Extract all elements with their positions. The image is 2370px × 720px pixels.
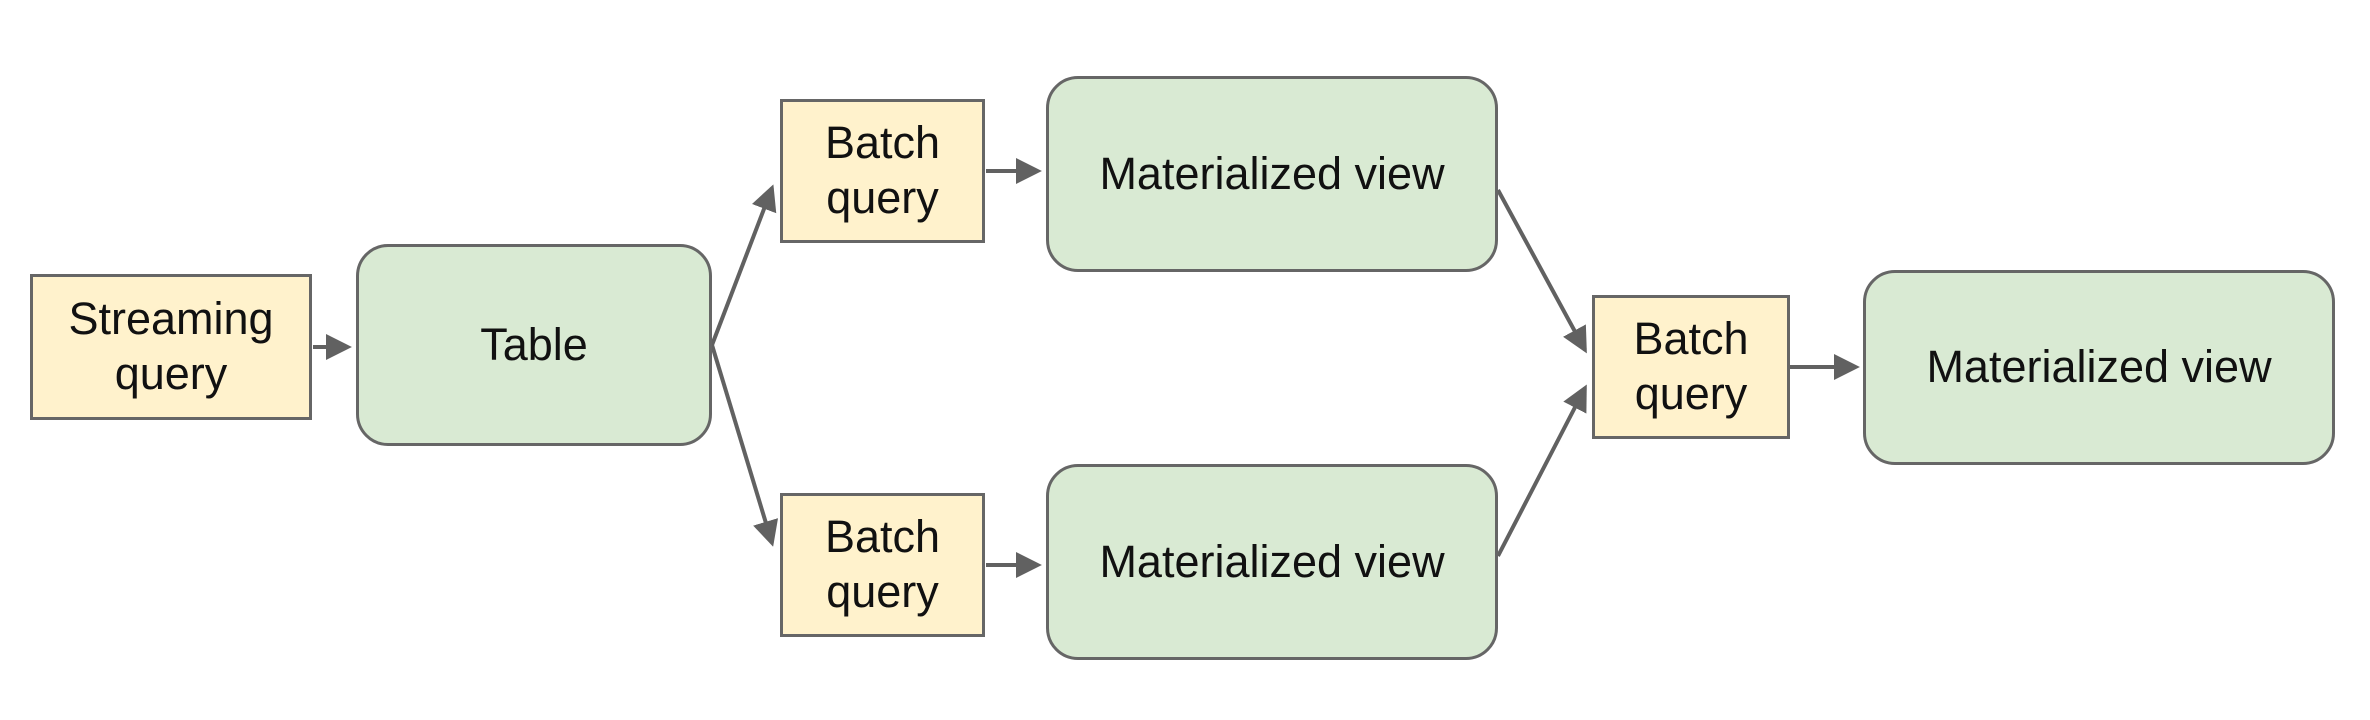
node-table: Table [356, 244, 712, 446]
node-table-label: Table [480, 318, 588, 370]
node-streaming-query: Streaming query [30, 274, 312, 420]
edge-materialized-view-bottom-to-batch-query-right [1496, 384, 1587, 557]
node-batch-query-right: Batch query [1592, 295, 1790, 439]
node-materialized-view-bottom-label: Materialized view [1099, 535, 1445, 587]
edge-table-to-batch-query-top [710, 184, 777, 346]
node-materialized-view-right: Materialized view [1863, 270, 2335, 465]
node-materialized-view-top: Materialized view [1046, 76, 1498, 272]
node-materialized-view-bottom: Materialized view [1046, 464, 1498, 660]
node-batch-query-bottom-label: Batch query [824, 511, 941, 617]
node-batch-query-right-label: Batch query [1633, 313, 1749, 419]
node-materialized-view-right-label: Materialized view [1926, 341, 2272, 393]
node-materialized-view-top-label: Materialized view [1099, 147, 1445, 199]
node-batch-query-top-label: Batch query [824, 117, 941, 223]
node-batch-query-bottom: Batch query [780, 493, 985, 637]
edge-table-to-batch-query-bottom [710, 344, 779, 547]
node-streaming-query-label: Streaming query [68, 293, 274, 399]
edge-materialized-view-top-to-batch-query-right [1496, 189, 1587, 354]
node-batch-query-top: Batch query [780, 99, 985, 243]
